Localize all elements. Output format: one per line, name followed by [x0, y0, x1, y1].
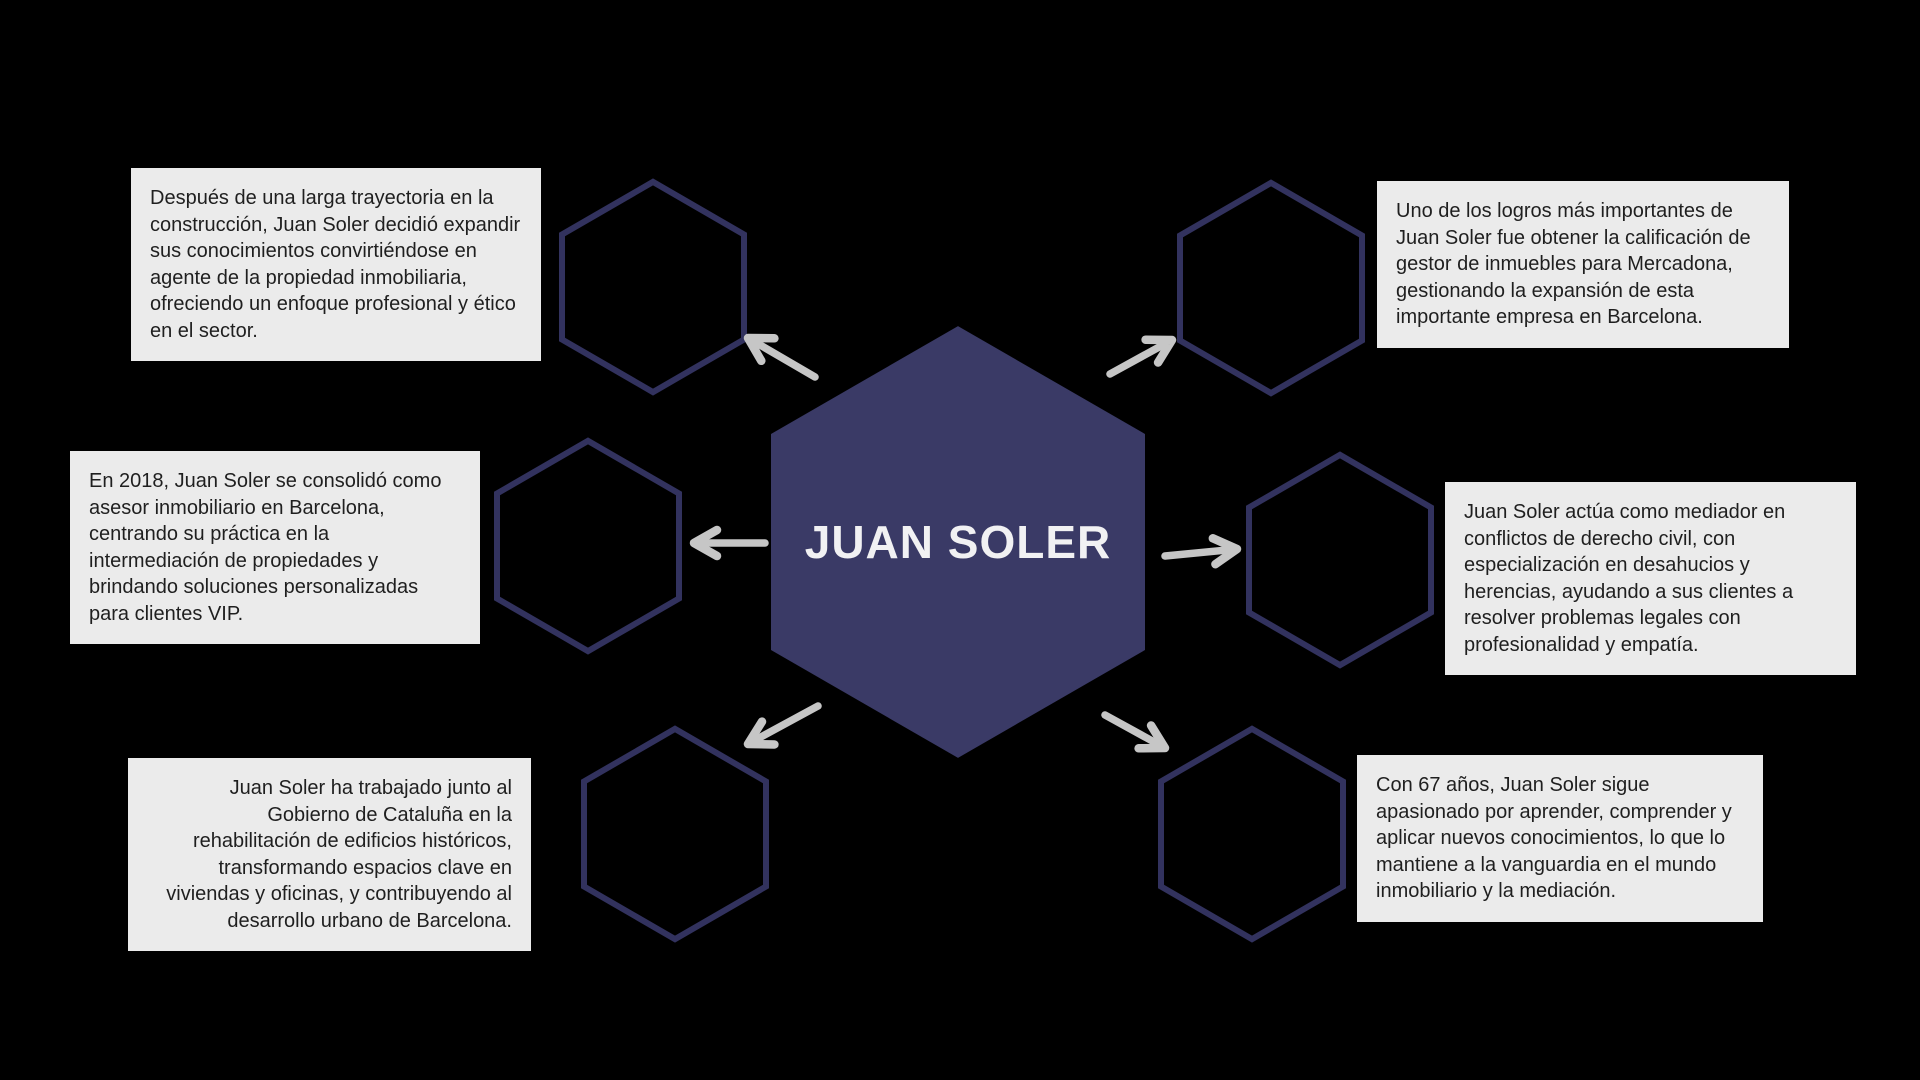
hexagon-node-bottom-left	[581, 725, 769, 943]
hexagon-node-top-left	[559, 178, 747, 396]
note-middle-right: Juan Soler actúa como mediador en confli…	[1445, 482, 1856, 675]
arrow-middle-left-icon	[689, 525, 769, 561]
arrow-top-right-icon	[1106, 335, 1177, 378]
note-bottom-right: Con 67 años, Juan Soler sigue apasionado…	[1357, 755, 1763, 922]
note-middle-left: En 2018, Juan Soler se consolidó como as…	[70, 451, 480, 644]
central-node-title: JUAN SOLER	[804, 516, 1112, 568]
arrow-bottom-left-icon	[743, 702, 822, 749]
note-top-left: Después de una larga trayectoria en la c…	[131, 168, 541, 361]
hexagon-node-top-right	[1177, 179, 1365, 397]
hexagon-node-middle-right	[1246, 451, 1434, 669]
note-top-right: Uno de los logros más importantes de Jua…	[1377, 181, 1789, 348]
arrow-top-left-icon	[743, 333, 819, 381]
arrow-middle-right-icon	[1161, 534, 1242, 569]
hexagon-node-middle-left	[494, 437, 682, 655]
note-bottom-left: Juan Soler ha trabajado junto al Gobiern…	[128, 758, 531, 951]
hexagon-node-bottom-right	[1158, 725, 1346, 943]
arrow-bottom-right-icon	[1101, 711, 1170, 753]
central-hexagon	[771, 326, 1145, 758]
